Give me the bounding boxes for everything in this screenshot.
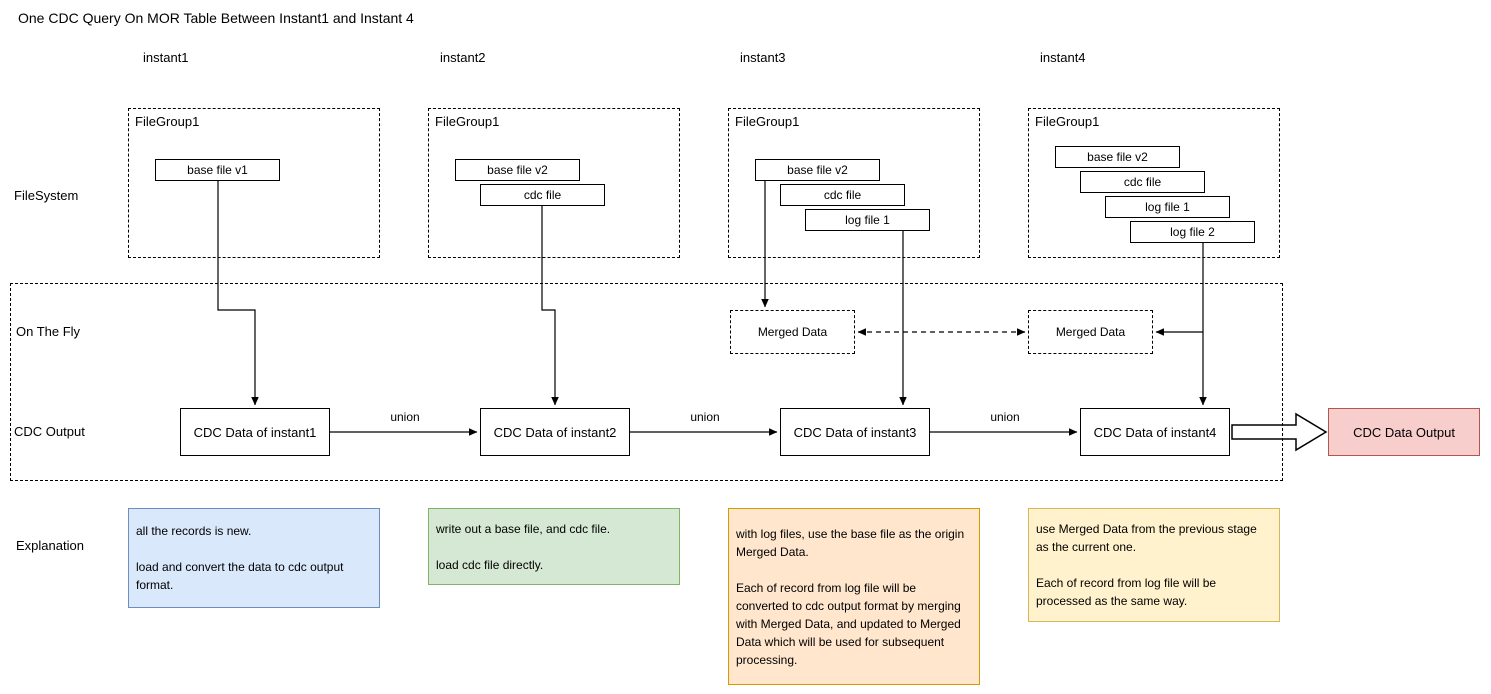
union-label-1: union <box>390 410 420 424</box>
arrow-instant1-basefile-to-cdc1 <box>217 181 259 406</box>
file-log-file-1: log file 1 <box>805 209 930 231</box>
file-log-file-2: log file 2 <box>1130 221 1255 243</box>
filegroup-box-instant3: FileGroup1 <box>728 108 980 258</box>
instant4-label: instant4 <box>1040 50 1086 65</box>
arrow-instant2-cdcfile-to-cdc2 <box>541 206 559 406</box>
filesystem-row-label: FileSystem <box>14 188 79 203</box>
on-the-fly-container <box>10 283 1283 481</box>
instant3-label: instant3 <box>740 50 786 65</box>
explanation-text: with log files, use the base file as the… <box>736 526 965 667</box>
file-base-file-v2: base file v2 <box>1055 146 1180 168</box>
filegroup-box-instant1: FileGroup1 <box>128 108 380 258</box>
cdc-data-instant2-box: CDC Data of instant2 <box>480 408 630 456</box>
merged-data-instant3: Merged Data <box>730 310 855 354</box>
explanation-instant3: with log files, use the base file as the… <box>728 508 980 685</box>
file-cdc-file: cdc file <box>1080 171 1205 193</box>
file-base-file-v2: base file v2 <box>755 159 880 181</box>
instant2-label: instant2 <box>440 50 486 65</box>
explanation-text: all the records is new. load and convert… <box>136 524 344 592</box>
filegroup-box-instant2: FileGroup1 <box>428 108 680 258</box>
union-label-3: union <box>990 410 1020 424</box>
diagram-title: One CDC Query On MOR Table Between Insta… <box>18 10 414 26</box>
explanation-instant4: use Merged Data from the previous stage … <box>1028 508 1280 622</box>
on-the-fly-row-label: On The Fly <box>16 324 81 339</box>
file-cdc-file: cdc file <box>480 184 605 206</box>
explanation-instant1: all the records is new. load and convert… <box>128 508 380 608</box>
cdc-output-row-label: CDC Output <box>14 424 85 439</box>
explanation-text: write out a base file, and cdc file. loa… <box>436 521 611 572</box>
instant1-label: instant1 <box>143 50 189 65</box>
filegroup-label: FileGroup1 <box>1035 114 1100 129</box>
merged-data-instant4: Merged Data <box>1028 310 1153 354</box>
filegroup-label: FileGroup1 <box>435 114 500 129</box>
explanation-row-label: Explanation <box>16 538 84 553</box>
filegroup-box-instant4: FileGroup1 <box>1028 108 1280 258</box>
cdc-data-output-box: CDC Data Output <box>1328 408 1480 456</box>
file-base-file-v1: base file v1 <box>155 159 280 181</box>
block-arrow-cdc4-to-output <box>1231 412 1328 452</box>
union-label-2: union <box>690 410 720 424</box>
filegroup-label: FileGroup1 <box>735 114 800 129</box>
cdc-data-instant3-box: CDC Data of instant3 <box>780 408 930 456</box>
filegroup-label: FileGroup1 <box>135 114 200 129</box>
file-base-file-v2: base file v2 <box>455 159 580 181</box>
explanation-instant2: write out a base file, and cdc file. loa… <box>428 508 680 585</box>
explanation-text: use Merged Data from the previous stage … <box>1036 522 1257 608</box>
cdc-data-instant4-box: CDC Data of instant4 <box>1080 408 1230 456</box>
cdc-data-instant1-box: CDC Data of instant1 <box>180 408 330 456</box>
file-cdc-file: cdc file <box>780 184 905 206</box>
file-log-file-1: log file 1 <box>1105 196 1230 218</box>
